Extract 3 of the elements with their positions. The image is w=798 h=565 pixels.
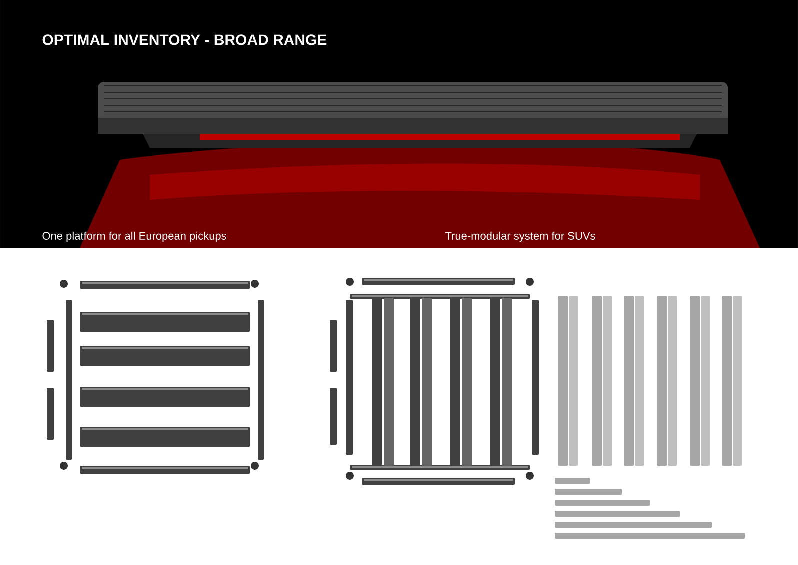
caption: True-modular system for SUVs	[445, 232, 596, 242]
caption: One platform for all European pickups	[42, 232, 226, 242]
title: OPTIMAL INVENTORY - BROAD RANGE	[42, 34, 327, 46]
